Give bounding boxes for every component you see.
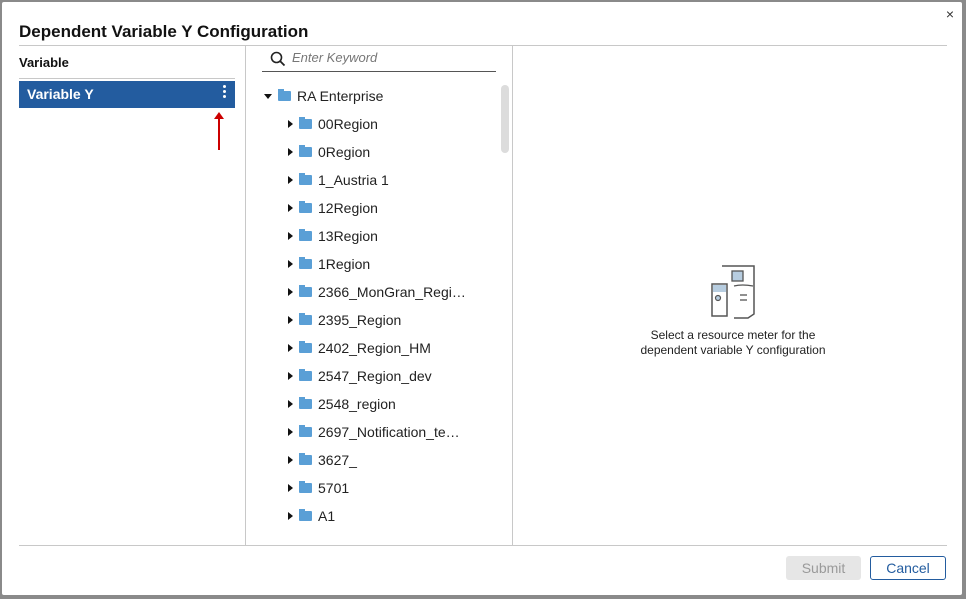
folder-icon xyxy=(299,453,312,465)
search-box xyxy=(262,46,496,72)
expand-icon[interactable] xyxy=(288,120,293,128)
folder-icon xyxy=(299,481,312,493)
folder-icon xyxy=(299,369,312,381)
folder-icon xyxy=(299,229,312,241)
folder-icon xyxy=(299,313,312,325)
expand-icon[interactable] xyxy=(288,232,293,240)
scrollbar[interactable] xyxy=(501,85,509,153)
folder-icon xyxy=(299,425,312,437)
tree-node-label: 2697_Notification_te… xyxy=(318,424,460,440)
folder-icon xyxy=(299,145,312,157)
tree-node[interactable]: 3627_ xyxy=(264,446,494,474)
tree-node-label: 5701 xyxy=(318,480,350,496)
folder-icon xyxy=(299,257,312,269)
tree-node-label: 1Region xyxy=(318,256,371,272)
expand-icon[interactable] xyxy=(288,288,293,296)
tree-node-label: 2395_Region xyxy=(318,312,402,328)
expand-icon[interactable] xyxy=(288,400,293,408)
tree-node[interactable]: 2395_Region xyxy=(264,306,494,334)
submit-button[interactable]: Submit xyxy=(786,556,861,580)
folder-icon xyxy=(299,509,312,521)
divider xyxy=(512,45,513,545)
folder-icon xyxy=(299,285,312,297)
expand-icon[interactable] xyxy=(288,204,293,212)
tree-node-label: 2402_Region_HM xyxy=(318,340,431,356)
folder-icon xyxy=(299,397,312,409)
folder-icon xyxy=(299,341,312,353)
divider xyxy=(19,78,235,79)
empty-state-text-2: dependent variable Y configuration xyxy=(640,343,826,357)
variable-item-y[interactable]: Variable Y xyxy=(19,81,235,108)
expand-icon[interactable] xyxy=(288,176,293,184)
tree-node[interactable]: 00Region xyxy=(264,110,494,138)
variable-item-label: Variable Y xyxy=(27,86,94,102)
expand-icon[interactable] xyxy=(288,260,293,268)
tree-node[interactable]: 1Region xyxy=(264,250,494,278)
expand-icon[interactable] xyxy=(288,344,293,352)
empty-state: Select a resource meter for the dependen… xyxy=(514,264,952,358)
tree-node[interactable]: 2366_MonGran_Regi… xyxy=(264,278,494,306)
tree-node-label: RA Enterprise xyxy=(297,88,384,104)
cancel-button[interactable]: Cancel xyxy=(870,556,946,580)
tree-node-label: 00Region xyxy=(318,116,378,132)
search-input[interactable] xyxy=(292,50,482,65)
collapse-icon[interactable] xyxy=(264,93,272,99)
expand-icon[interactable] xyxy=(288,512,293,520)
search-icon xyxy=(270,51,286,67)
tree-node-label: 2366_MonGran_Regi… xyxy=(318,284,466,300)
tree-node-label: A1 xyxy=(318,508,336,524)
folder-icon xyxy=(278,89,291,101)
empty-state-text-1: Select a resource meter for the xyxy=(650,328,816,342)
dialog-title: Dependent Variable Y Configuration xyxy=(19,22,309,41)
tree-node-label: 2547_Region_dev xyxy=(318,368,432,384)
folder-icon xyxy=(299,117,312,129)
expand-icon[interactable] xyxy=(288,484,293,492)
expand-icon[interactable] xyxy=(288,372,293,380)
variable-header: Variable xyxy=(19,55,69,70)
tree-node-label: 13Region xyxy=(318,228,378,244)
expand-icon[interactable] xyxy=(288,316,293,324)
expand-icon[interactable] xyxy=(288,148,293,156)
divider xyxy=(19,545,947,546)
tree-node-label: 3627_ xyxy=(318,452,357,468)
tree-node-label: 1_Austria 1 xyxy=(318,172,389,188)
annotation-arrow-icon xyxy=(214,112,224,150)
tree-node[interactable]: 0Region xyxy=(264,138,494,166)
tree-node[interactable]: 2697_Notification_te… xyxy=(264,418,494,446)
tree-node[interactable]: 2548_region xyxy=(264,390,494,418)
tree-node[interactable]: 2547_Region_dev xyxy=(264,362,494,390)
resource-tree: RA Enterprise 00Region 0Region 1_Austria 1… xyxy=(264,82,494,530)
close-icon[interactable]: × xyxy=(945,6,954,22)
tree-node[interactable]: 1_Austria 1 xyxy=(264,166,494,194)
tree-node[interactable]: A1 xyxy=(264,502,494,530)
tree-node[interactable]: 5701 xyxy=(264,474,494,502)
tree-node-label: 0Region xyxy=(318,144,371,160)
divider xyxy=(19,45,947,46)
expand-icon[interactable] xyxy=(288,456,293,464)
tree-node-label: 12Region xyxy=(318,200,378,216)
tree-node[interactable]: 12Region xyxy=(264,194,494,222)
divider xyxy=(245,45,246,545)
tree-node-label: 2548_region xyxy=(318,396,396,412)
tree-node[interactable]: 2402_Region_HM xyxy=(264,334,494,362)
resource-meter-icon xyxy=(711,265,755,319)
more-options-icon[interactable] xyxy=(221,85,227,98)
tree-node[interactable]: 13Region xyxy=(264,222,494,250)
folder-icon xyxy=(299,201,312,213)
folder-icon xyxy=(299,173,312,185)
expand-icon[interactable] xyxy=(288,428,293,436)
tree-node-root[interactable]: RA Enterprise xyxy=(264,82,494,110)
